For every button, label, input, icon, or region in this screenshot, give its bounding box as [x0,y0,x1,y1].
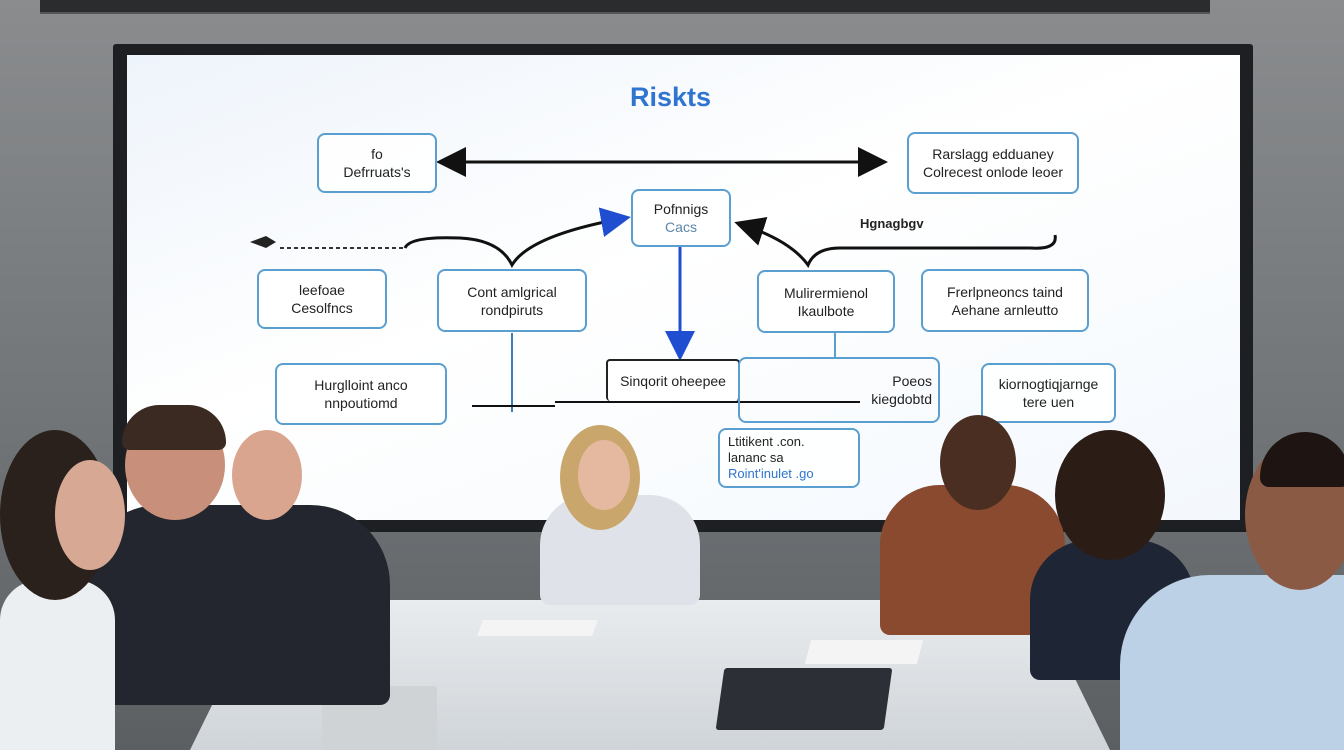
person-left-hair [122,405,226,450]
person-center-face [578,440,630,510]
paper-document [477,620,598,636]
box-text: Defrruats's [343,164,411,180]
box-text: Sinqorit oheepee [620,373,726,389]
box-text: Colrecest onlode leoer [922,164,1064,180]
box-text: kiegdobtd [871,391,932,407]
paper-document [804,640,924,664]
diagram-box: Sinqorit oheepee [606,359,740,401]
person-curly-hair [1055,430,1165,560]
box-text: Rarslagg edduaney [932,146,1054,162]
person-right-face [940,415,1016,510]
box-text: Pofnnigs [653,201,709,217]
slide-title: Riskts [630,82,712,112]
box-text: fo [371,146,383,162]
person-far-left-body [0,580,115,750]
box-text: Aehane arnleutto [951,301,1059,318]
box-text: lananc sa [728,450,784,465]
box-text: Hurglloint anco [314,377,408,393]
box-text: rondpiruts [480,301,544,318]
person-older-face [232,430,302,520]
diagram-box: kiornogtiqjarnge tere uen [981,363,1116,423]
box-text: Roint'inulet .go [728,466,814,481]
box-text: Ikaulbote [797,302,855,319]
box-text: Poeos [892,373,932,389]
box-text: nnpoutiomd [324,395,398,411]
box-text: Frerlpneoncs taind [947,283,1063,300]
box-text: leefoae [299,282,345,298]
diagram-box: Hurglloint anco nnpoutiomd [275,363,447,425]
box-text: kiornogtiqjarnge [998,376,1099,392]
box-text: Cont amlgrical [467,283,557,300]
branch-connector-right [734,217,1057,269]
person-left-body [80,505,390,705]
diagram-box: Poeos kiegdobtd [738,357,940,423]
ceiling-fixture [40,0,1210,14]
box-text: Mulirermienol [783,284,869,301]
floating-label: Hgnagbgv [860,216,924,231]
box-text: tere uen [1022,394,1075,410]
box-text: Ltitikent .con. [728,434,805,449]
box-text: Cacs [665,219,697,235]
person-far-right-body [1120,575,1344,750]
branch-connector-left [403,207,631,269]
laptop [715,668,893,730]
arrowhead-left-icon [250,236,276,248]
person-far-left-face [55,460,125,570]
box-text: Cesolfncs [291,300,353,316]
